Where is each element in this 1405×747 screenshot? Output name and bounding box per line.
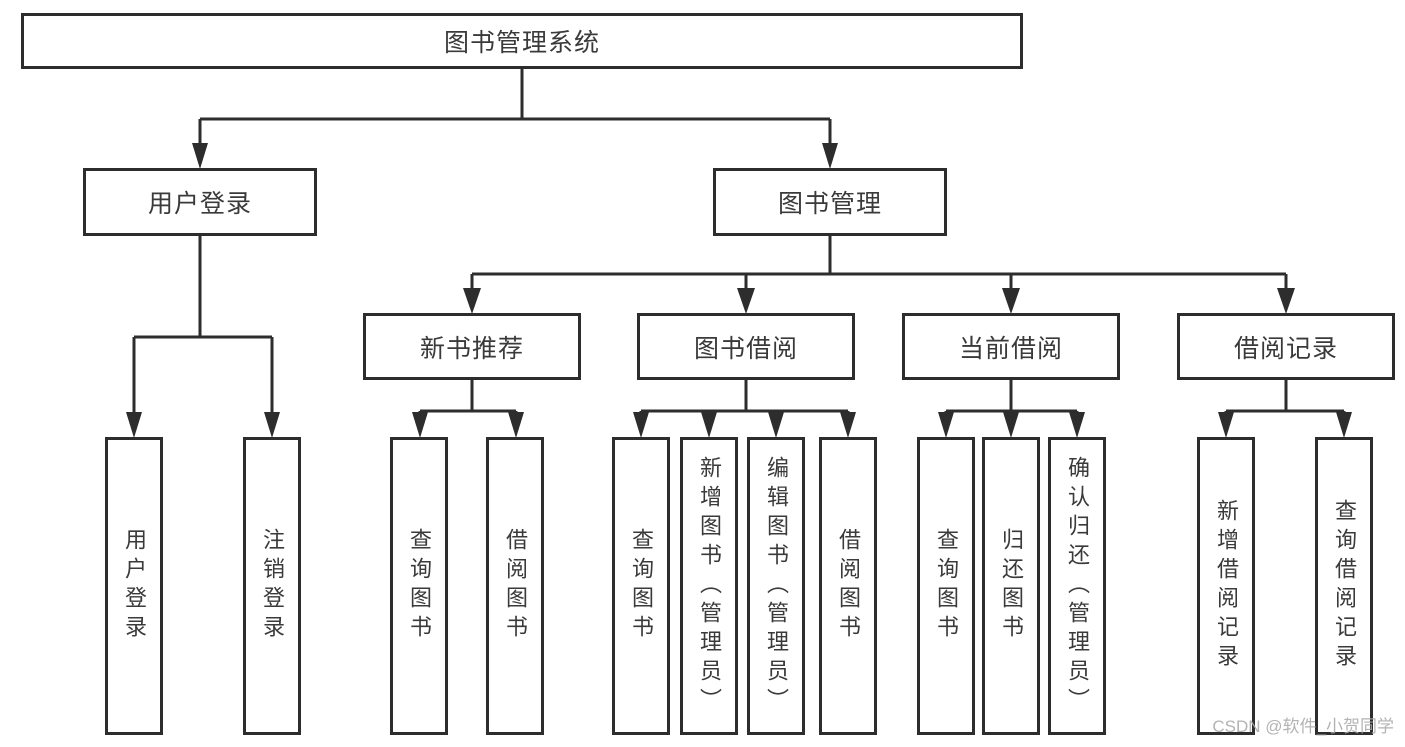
connector-recommend-to-leaves [418, 380, 518, 413]
arrow-down-icon [192, 143, 208, 169]
node-label: 编辑图书（管理员） [764, 455, 789, 717]
arrow-down-icon [1336, 412, 1352, 438]
node-label: 新增图书（管理员） [697, 455, 722, 717]
node-label: 新增借阅记录 [1214, 499, 1239, 673]
watermark: CSDN @软件_小贺同学 [1212, 717, 1394, 736]
node-library-system: 图书管理系统 [21, 13, 1023, 69]
connector-borrow-to-leaves [639, 380, 850, 413]
leaf-query-books-borrow: 查询图书 [612, 437, 670, 735]
node-label: 借阅记录 [1233, 334, 1338, 363]
leaf-confirm-return-admin: 确认归还（管理员） [1048, 437, 1106, 735]
leaf-add-borrow-record: 新增借阅记录 [1197, 437, 1255, 735]
node-label: 确认归还（管理员） [1065, 455, 1090, 717]
node-label: 查询借阅记录 [1332, 499, 1357, 673]
node-book-borrow: 图书借阅 [637, 313, 855, 380]
node-current-borrow: 当前借阅 [902, 313, 1120, 380]
node-label: 图书借阅 [693, 334, 798, 363]
connector-userlogin-to-leaves [132, 236, 274, 413]
arrow-down-icon [412, 412, 428, 438]
node-label: 借阅图书 [836, 528, 861, 644]
connector-current-to-leaves [944, 380, 1079, 413]
arrow-down-icon [1277, 288, 1295, 314]
leaf-logout: 注销登录 [243, 437, 301, 735]
node-label: 新书推荐 [419, 334, 524, 363]
connector-root-to-level2 [198, 69, 832, 144]
node-new-book-recommend: 新书推荐 [363, 313, 581, 380]
arrow-down-icon [938, 412, 954, 438]
node-label: 查询图书 [629, 528, 654, 644]
node-label: 借阅图书 [503, 528, 528, 644]
node-label: 注销登录 [260, 528, 285, 644]
leaf-query-books-current: 查询图书 [917, 437, 975, 735]
leaf-user-login: 用户登录 [105, 437, 163, 735]
arrow-down-icon [768, 412, 784, 438]
arrow-down-icon [840, 412, 856, 438]
arrowheads [126, 143, 1352, 438]
node-borrow-records: 借阅记录 [1177, 313, 1395, 380]
node-book-management: 图书管理 [713, 168, 947, 236]
leaf-borrow-books: 借阅图书 [819, 437, 877, 735]
node-label: 查询图书 [934, 528, 959, 644]
arrow-down-icon [463, 288, 481, 314]
connector-bookmgmt-to-level3 [470, 236, 1288, 289]
node-label: 归还图书 [999, 528, 1024, 644]
connector-records-to-leaves [1224, 380, 1346, 413]
leaf-query-borrow-record: 查询借阅记录 [1315, 437, 1373, 735]
arrow-down-icon [1003, 412, 1019, 438]
node-label: 图书管理 [777, 190, 882, 218]
leaf-add-books-admin: 新增图书（管理员） [680, 437, 738, 735]
leaf-query-books-recommend: 查询图书 [390, 437, 448, 735]
leaf-edit-books-admin: 编辑图书（管理员） [747, 437, 805, 735]
arrow-down-icon [1218, 412, 1234, 438]
node-user-login: 用户登录 [83, 168, 317, 236]
leaf-borrow-books-recommend: 借阅图书 [486, 437, 544, 735]
leaf-return-books: 归还图书 [982, 437, 1040, 735]
node-label: 当前借阅 [958, 334, 1063, 363]
node-label: 用户登录 [147, 190, 252, 218]
arrow-down-icon [633, 412, 649, 438]
arrow-down-icon [701, 412, 717, 438]
arrow-down-icon [1069, 412, 1085, 438]
arrow-down-icon [508, 412, 524, 438]
arrow-down-icon [126, 412, 142, 438]
arrow-down-icon [1002, 288, 1020, 314]
node-label: 查询图书 [407, 528, 432, 644]
arrow-down-icon [822, 143, 838, 169]
arrow-down-icon [737, 288, 755, 314]
arrow-down-icon [264, 412, 280, 438]
node-label: 图书管理系统 [443, 29, 600, 57]
node-label: 用户登录 [122, 528, 147, 644]
